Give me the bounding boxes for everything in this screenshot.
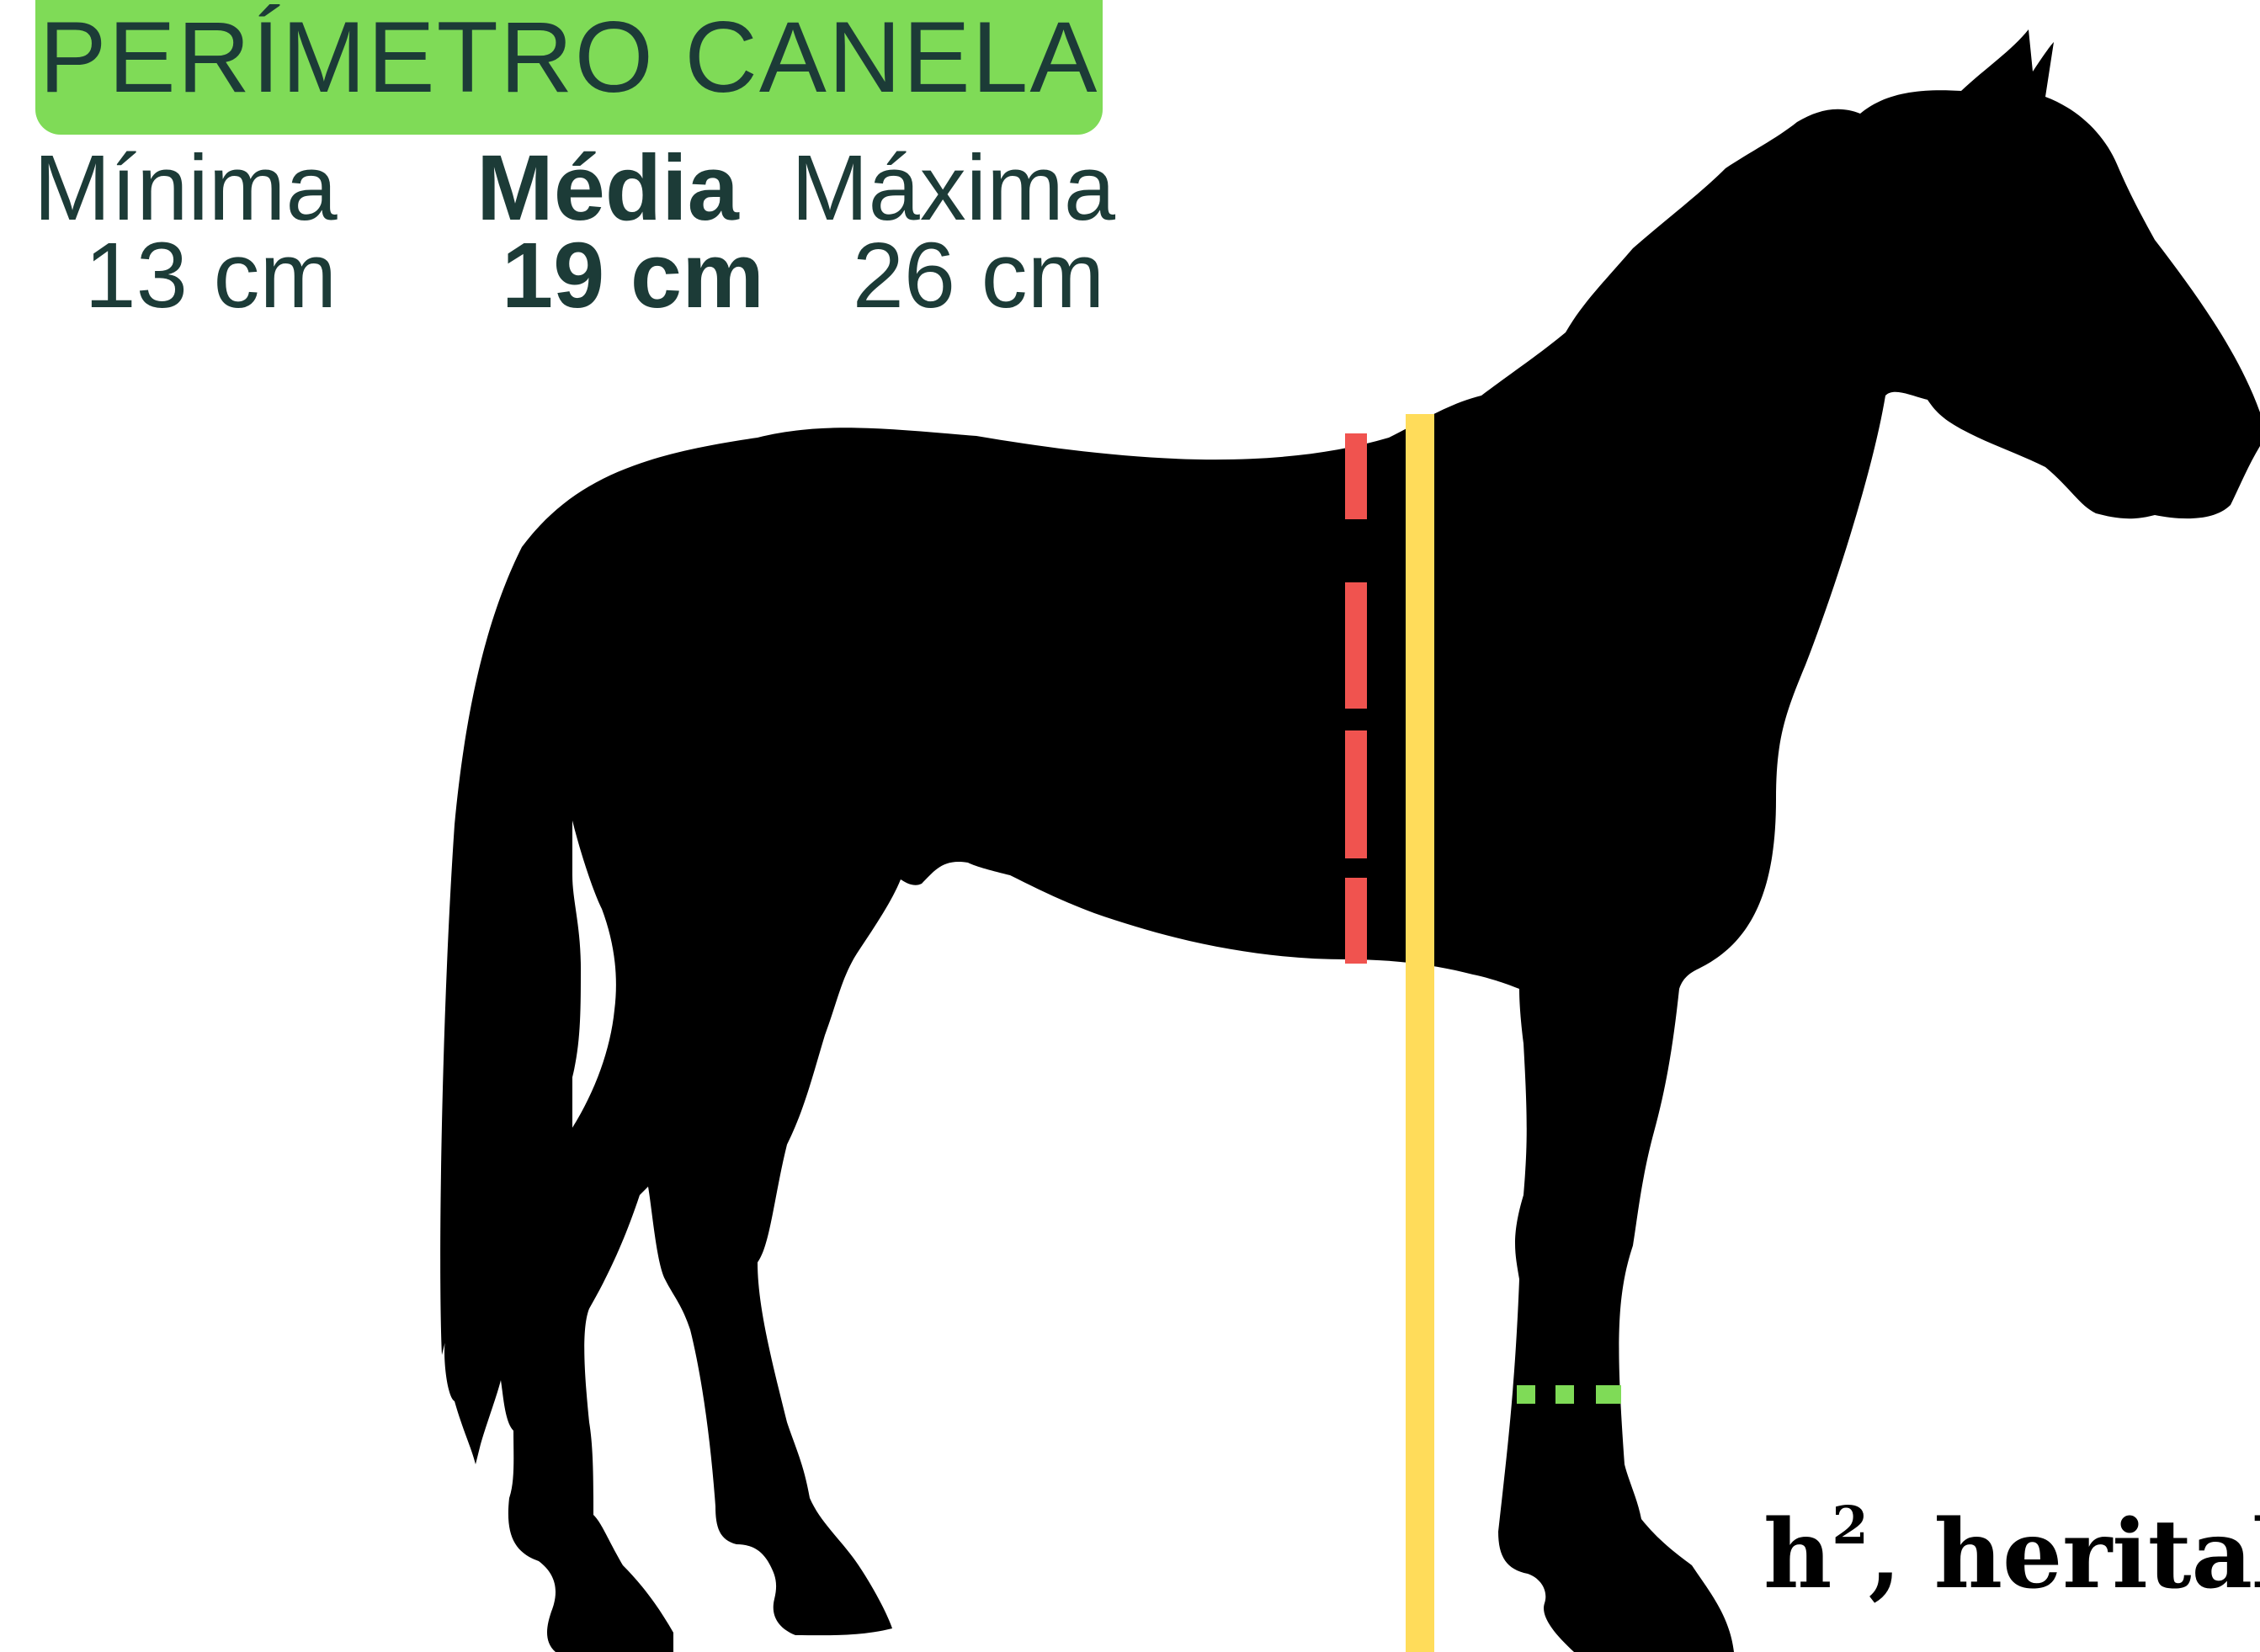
green-dotted-marker bbox=[1517, 1385, 1621, 1404]
title-badge: PERÍMETRO CANELA bbox=[35, 0, 1103, 135]
heritability-text: , heritab bbox=[1869, 1500, 2260, 1610]
stat-minimum-label: Mínima bbox=[34, 145, 338, 232]
red-dashed-marker bbox=[1345, 433, 1367, 964]
yellow-height-marker bbox=[1406, 414, 1434, 1652]
heritability-label: h2, heritab bbox=[1763, 1500, 2260, 1602]
stat-maximum-value: 26 cm bbox=[791, 232, 1115, 320]
stat-minimum-value: 13 cm bbox=[34, 232, 338, 320]
heritability-symbol: h bbox=[1763, 1500, 1832, 1610]
stat-average: Média 19 cm bbox=[451, 145, 764, 320]
stat-minimum: Mínima 13 cm bbox=[34, 145, 338, 320]
heritability-exponent: 2 bbox=[1832, 1495, 1868, 1556]
stat-average-value: 19 cm bbox=[451, 232, 764, 320]
page-title: PERÍMETRO CANELA bbox=[40, 7, 1099, 108]
stat-average-label: Média bbox=[451, 145, 764, 232]
stat-maximum-label: Máxima bbox=[791, 145, 1115, 232]
stat-maximum: Máxima 26 cm bbox=[791, 145, 1115, 320]
